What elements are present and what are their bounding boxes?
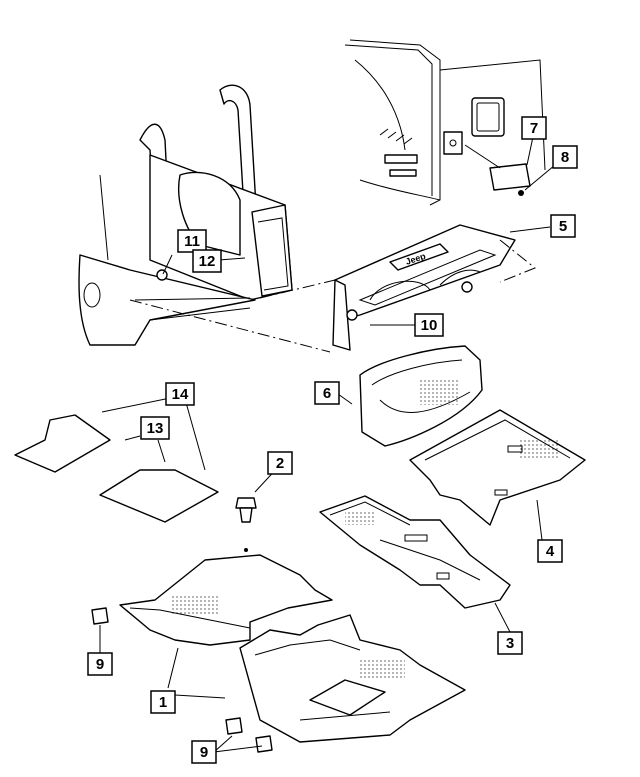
callout-9-bottom: 9	[191, 740, 217, 764]
callout-12: 12	[192, 249, 222, 273]
svg-text:10: 10	[421, 317, 438, 334]
callout-7: 7	[521, 116, 547, 140]
callout-1: 1	[150, 690, 176, 714]
fastener-icon	[346, 309, 358, 321]
svg-text:9: 9	[96, 656, 104, 673]
callout-8: 8	[552, 145, 578, 169]
floor-mats	[14, 414, 219, 523]
hinge-bracket	[443, 131, 463, 155]
vent-slot	[389, 169, 417, 177]
callout-13: 13	[140, 416, 170, 440]
svg-text:6: 6	[323, 385, 331, 402]
svg-text:7: 7	[530, 120, 538, 137]
rear-floor-insulator	[319, 495, 511, 609]
svg-text:12: 12	[199, 253, 216, 270]
rear-panel-window	[471, 97, 505, 137]
callout-2: 2	[267, 451, 293, 475]
push-pin-icon	[225, 717, 243, 735]
svg-text:8: 8	[561, 149, 569, 166]
callout-5: 5	[550, 214, 576, 238]
svg-text:2: 2	[276, 455, 284, 472]
callout-10: 10	[414, 313, 444, 337]
callout-6: 6	[314, 381, 340, 405]
screw-icon	[518, 190, 524, 196]
rear-mat	[14, 414, 111, 473]
push-pin-icon	[255, 735, 273, 753]
rear-body-opening	[344, 39, 546, 206]
svg-text:3: 3	[506, 635, 514, 652]
retainer-bolt	[235, 497, 257, 552]
svg-text:5: 5	[559, 218, 567, 235]
front-mat	[99, 469, 219, 523]
svg-text:4: 4	[546, 543, 555, 560]
rear-tub-rollbar	[78, 84, 293, 346]
svg-text:13: 13	[147, 420, 164, 437]
push-pin-icon	[91, 607, 109, 625]
callout-11: 11	[177, 229, 207, 253]
bolt-icon	[156, 269, 168, 281]
striker-plate	[489, 163, 531, 191]
callout-9-left: 9	[87, 652, 113, 676]
svg-text:9: 9	[200, 744, 208, 761]
vent-slot	[384, 154, 418, 164]
callout-3: 3	[497, 631, 523, 655]
fastener-icon	[461, 281, 473, 293]
svg-text:1: 1	[159, 694, 167, 711]
callout-4: 4	[537, 539, 563, 563]
svg-text:11: 11	[184, 233, 200, 250]
front-floor-carpet	[119, 554, 466, 743]
callout-14: 14	[165, 382, 195, 406]
svg-text:14: 14	[172, 386, 189, 403]
wheelhouse-liner	[359, 345, 483, 447]
rear-floor-carpet	[409, 409, 586, 526]
tailgate-trim-panel: Jeep	[129, 224, 536, 353]
push-pin-retainers	[91, 607, 273, 753]
